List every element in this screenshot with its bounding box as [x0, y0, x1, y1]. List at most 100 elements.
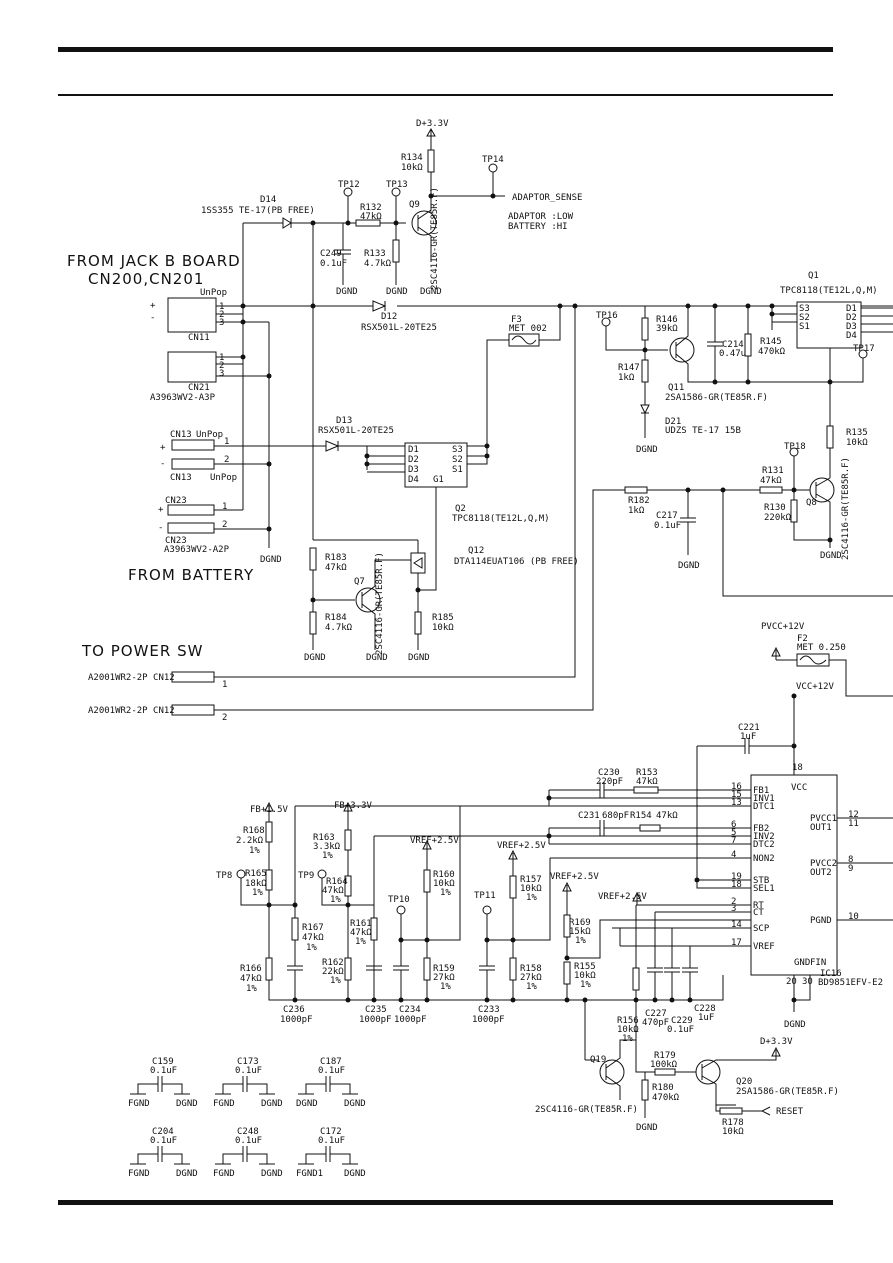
- svg-text:1%: 1%: [322, 851, 333, 861]
- svg-text:R158: R158: [520, 964, 542, 974]
- svg-text:F3: F3: [511, 315, 522, 325]
- svg-text:R154: R154: [630, 811, 652, 821]
- ic16-pin-num: 9: [848, 864, 853, 874]
- svg-text:R163: R163: [313, 833, 335, 843]
- ic16-pin-inv2: INV2: [753, 832, 775, 842]
- svg-text:1: 1: [224, 437, 229, 447]
- ic16-pin-inv1: INV1: [753, 794, 775, 804]
- svg-text:R155: R155: [574, 962, 596, 972]
- ic16-pin-sel1: SEL1: [753, 884, 775, 894]
- svg-text:10kΩ: 10kΩ: [617, 1025, 639, 1035]
- svg-text:Q7: Q7: [354, 577, 365, 587]
- svg-text:RESET: RESET: [776, 1107, 804, 1117]
- svg-text:CN23: CN23: [165, 536, 187, 546]
- svg-text:A2001WR2-2P CN12: A2001WR2-2P CN12: [88, 673, 175, 683]
- svg-text:D4: D4: [408, 475, 419, 485]
- svg-text:27kΩ: 27kΩ: [433, 973, 455, 983]
- svg-text:47kΩ: 47kΩ: [240, 974, 262, 984]
- svg-text:4.7kΩ: 4.7kΩ: [364, 259, 392, 269]
- svg-text:DGND: DGND: [261, 1169, 283, 1179]
- ic16-pin-out2: OUT2: [810, 868, 832, 878]
- svg-text:CN13: CN13: [170, 430, 192, 440]
- svg-text:R147: R147: [618, 363, 640, 373]
- svg-text:1000pF: 1000pF: [359, 1015, 392, 1025]
- svg-text:VREF+2.5V: VREF+2.5V: [598, 892, 647, 902]
- svg-text:VREF+2.5V: VREF+2.5V: [410, 836, 459, 846]
- svg-text:R134: R134: [401, 153, 423, 163]
- svg-text:C204: C204: [152, 1127, 174, 1137]
- ic16-pin-num: 16: [731, 782, 742, 792]
- svg-text:1kΩ: 1kΩ: [628, 506, 645, 516]
- ic16-pin-num: 7: [731, 836, 736, 846]
- svg-text:R168: R168: [243, 826, 265, 836]
- svg-text:UnPop: UnPop: [210, 473, 237, 483]
- ic16-pin-num: 12: [848, 810, 859, 820]
- ic16-pin-dtc1: DTC1: [753, 802, 775, 812]
- svg-text:VREF+2.5V: VREF+2.5V: [550, 872, 599, 882]
- ic16-pin-pgnd: PGND: [810, 916, 832, 926]
- svg-text:F2: F2: [797, 634, 808, 644]
- header-rule: [58, 94, 833, 96]
- svg-text:470kΩ: 470kΩ: [758, 347, 786, 357]
- svg-text:DGND: DGND: [408, 653, 430, 663]
- ic16-pin-stb: STB: [753, 876, 769, 886]
- svg-text:2SA1586-GR(TE85R.F): 2SA1586-GR(TE85R.F): [665, 393, 768, 403]
- svg-text:C249: C249: [320, 249, 342, 259]
- svg-text:MET 0.250: MET 0.250: [797, 643, 846, 653]
- svg-text:1%: 1%: [526, 982, 537, 992]
- svg-text:47kΩ: 47kΩ: [302, 933, 324, 943]
- svg-text:3: 3: [219, 369, 224, 379]
- svg-text:0.1uF: 0.1uF: [150, 1136, 177, 1146]
- svg-text:UnPop: UnPop: [196, 430, 223, 440]
- ic16-pin-num: 5: [731, 828, 736, 838]
- svg-text:DGND: DGND: [344, 1169, 366, 1179]
- svg-text:UDZS TE-17 15B: UDZS TE-17 15B: [665, 426, 741, 436]
- svg-text:G1: G1: [433, 475, 444, 485]
- svg-text:10kΩ: 10kΩ: [520, 884, 542, 894]
- svg-text:2: 2: [219, 310, 224, 320]
- svg-text:D14: D14: [260, 195, 276, 205]
- svg-text:1000pF: 1000pF: [472, 1015, 505, 1025]
- svg-text:FB+1.5V: FB+1.5V: [250, 805, 289, 815]
- ic16-pin-num: 3: [731, 904, 736, 914]
- svg-text:C233: C233: [478, 1005, 500, 1015]
- ic16-pin-vref: VREF: [753, 942, 775, 952]
- ic16-pin-num: 6: [731, 820, 736, 830]
- ic16-pin-num: 19: [731, 872, 742, 882]
- svg-text:10kΩ: 10kΩ: [401, 163, 423, 173]
- svg-text:FGND: FGND: [213, 1169, 235, 1179]
- svg-text:FIN: FIN: [810, 958, 826, 968]
- svg-text:Q1: Q1: [808, 271, 819, 281]
- svg-text:R131: R131: [762, 466, 784, 476]
- svg-text:1%: 1%: [246, 984, 257, 994]
- svg-text:15kΩ: 15kΩ: [569, 927, 591, 937]
- heading-from-jack: FROM JACK B BOARD: [67, 252, 241, 270]
- svg-text:1%: 1%: [575, 936, 586, 946]
- heading-from-battery: FROM BATTERY: [128, 566, 254, 584]
- svg-text:RSX501L-20TE25: RSX501L-20TE25: [361, 323, 437, 333]
- ic16-pin-num: 14: [731, 920, 742, 930]
- svg-text:C214: C214: [722, 340, 744, 350]
- heading-to-power-sw: TO POWER SW: [81, 642, 203, 660]
- svg-text:1: 1: [219, 353, 224, 363]
- svg-text:C230: C230: [598, 768, 620, 778]
- svg-text:10kΩ: 10kΩ: [432, 623, 454, 633]
- ic16-pin-num: 8: [848, 855, 853, 865]
- svg-text:FB+3.3V: FB+3.3V: [334, 801, 373, 811]
- svg-text:47kΩ: 47kΩ: [656, 811, 678, 821]
- svg-text:DGND: DGND: [386, 287, 408, 297]
- ic16-pin-num: 15: [731, 790, 742, 800]
- svg-text:1%: 1%: [580, 980, 591, 990]
- svg-text:R156: R156: [617, 1016, 639, 1026]
- ic16-pin-pvcc1: PVCC1: [810, 814, 837, 824]
- svg-text:1: 1: [222, 502, 227, 512]
- svg-text:R165: R165: [245, 869, 267, 879]
- svg-text:47kΩ: 47kΩ: [350, 928, 372, 938]
- svg-text:TP16: TP16: [596, 311, 618, 321]
- svg-text:UnPop: UnPop: [200, 288, 227, 298]
- svg-text:FGND: FGND: [128, 1169, 150, 1179]
